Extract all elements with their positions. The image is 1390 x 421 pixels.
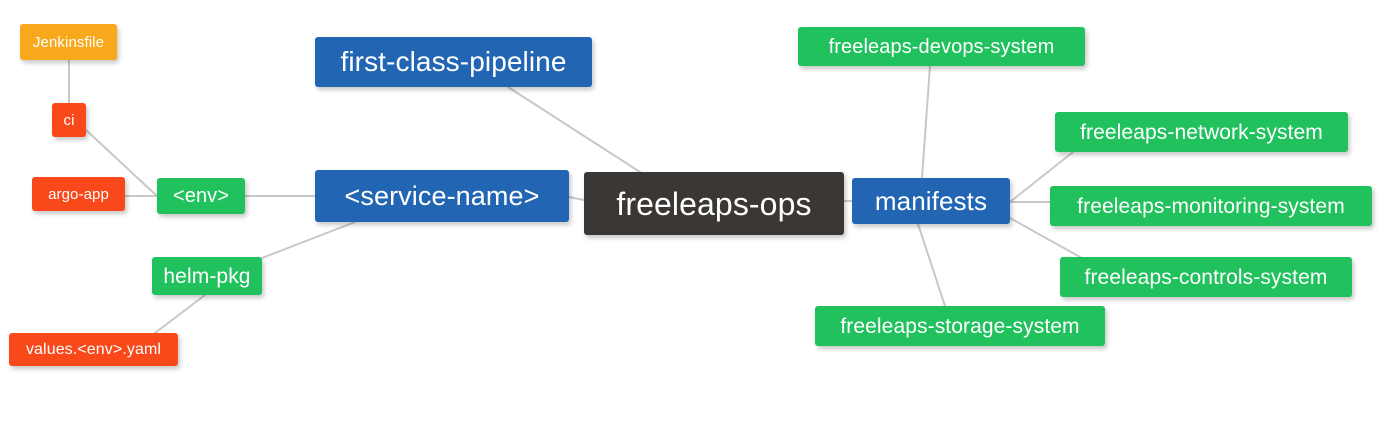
edge-freeleaps-devops-system-to-manifests — [921, 65, 931, 179]
mindmap-node-values-env-yaml[interactable]: values.<env>.yaml — [9, 333, 178, 366]
mindmap-node-label-ci: ci — [63, 111, 75, 129]
mindmap-node-first-class-pipeline[interactable]: first-class-pipeline — [315, 37, 592, 87]
edge-values-env-yaml-to-helm-pkg — [154, 294, 206, 334]
edge-freeleaps-storage-system-to-manifests — [917, 223, 946, 307]
mindmap-node-label-argo-app: argo-app — [48, 185, 109, 203]
mindmap-node-helm-pkg[interactable]: helm-pkg — [152, 257, 262, 295]
edge-service-name-to-freeleaps-ops — [568, 196, 585, 201]
edge-first-class-pipeline-to-freeleaps-ops — [507, 86, 641, 173]
mindmap-node-label-helm-pkg: helm-pkg — [163, 264, 251, 288]
mindmap-node-jenkinsfile[interactable]: Jenkinsfile — [20, 24, 117, 60]
mindmap-node-label-freeleaps-network-system: freeleaps-network-system — [1080, 120, 1323, 144]
edge-helm-pkg-to-service-name — [261, 221, 356, 259]
mindmap-node-label-freeleaps-ops: freeleaps-ops — [616, 185, 812, 222]
mindmap-node-label-freeleaps-controls-system: freeleaps-controls-system — [1084, 265, 1328, 289]
mindmap-node-freeleaps-devops-system[interactable]: freeleaps-devops-system — [798, 27, 1085, 66]
mindmap-node-argo-app[interactable]: argo-app — [32, 177, 125, 211]
mindmap-node-label-freeleaps-monitoring-system: freeleaps-monitoring-system — [1077, 194, 1345, 218]
mindmap-node-ci[interactable]: ci — [52, 103, 86, 137]
mindmap-node-service-name[interactable]: <service-name> — [315, 170, 569, 222]
mindmap-node-label-env: <env> — [172, 185, 230, 207]
mindmap-node-env[interactable]: <env> — [157, 178, 245, 214]
mindmap-node-label-first-class-pipeline: first-class-pipeline — [340, 46, 567, 77]
mindmap-node-freeleaps-ops[interactable]: freeleaps-ops — [584, 172, 844, 235]
mindmap-node-manifests[interactable]: manifests — [852, 178, 1010, 224]
mindmap-node-freeleaps-controls-system[interactable]: freeleaps-controls-system — [1060, 257, 1352, 297]
mindmap-node-label-service-name: <service-name> — [344, 180, 540, 211]
mindmap-node-freeleaps-network-system[interactable]: freeleaps-network-system — [1055, 112, 1348, 152]
mindmap-node-label-values-env-yaml: values.<env>.yaml — [25, 340, 162, 358]
mindmap-node-freeleaps-monitoring-system[interactable]: freeleaps-monitoring-system — [1050, 186, 1372, 226]
mindmap-node-label-freeleaps-storage-system: freeleaps-storage-system — [840, 314, 1080, 338]
mindmap-node-label-freeleaps-devops-system: freeleaps-devops-system — [828, 35, 1055, 58]
mindmap-node-label-jenkinsfile: Jenkinsfile — [32, 33, 105, 51]
mindmap-node-freeleaps-storage-system[interactable]: freeleaps-storage-system — [815, 306, 1105, 346]
mindmap-node-label-manifests: manifests — [874, 186, 988, 216]
